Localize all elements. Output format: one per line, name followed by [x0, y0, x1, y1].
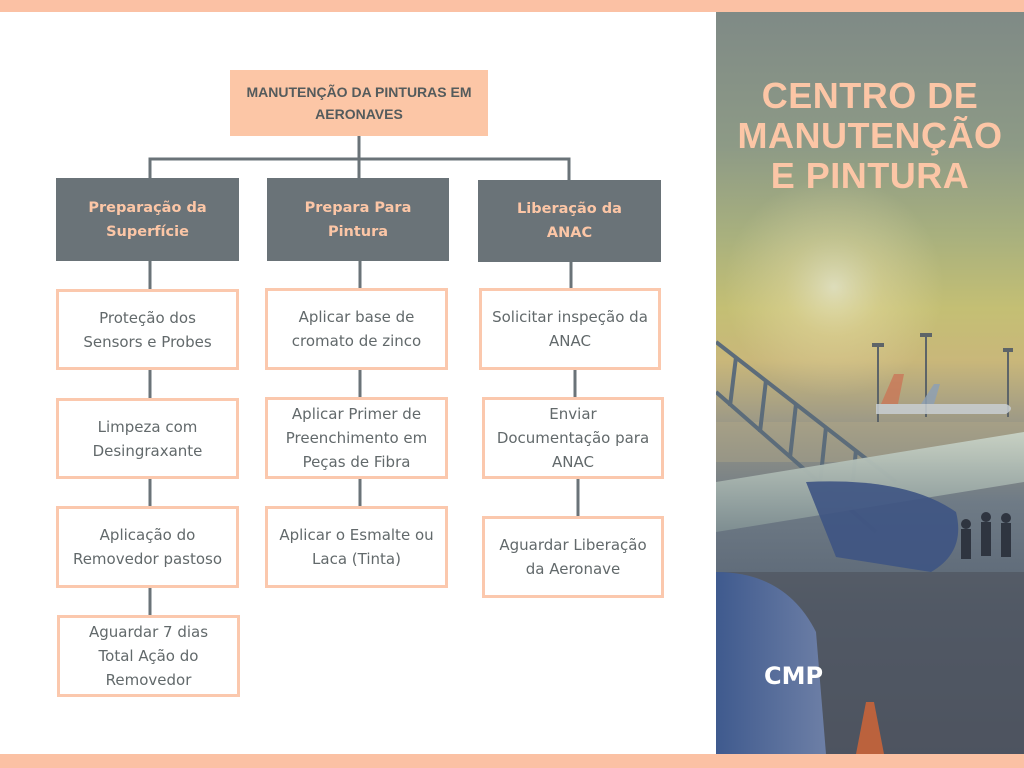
step-box: Aplicação do Removedor pastoso: [56, 506, 239, 588]
category-label: Prepara Para Pintura: [304, 199, 412, 240]
step-label: Aplicar o Esmalte ou Laca (Tinta): [279, 526, 434, 568]
step-label: Solicitar inspeção da ANAC: [492, 308, 648, 350]
category-label: Liberação da ANAC: [517, 201, 622, 241]
category-label: Preparação da Superfície: [88, 199, 207, 240]
bottom-accent-band: [0, 754, 1024, 768]
distant-aircraft: [876, 374, 1011, 414]
wing: [716, 432, 1024, 532]
ground-crew: [961, 512, 1011, 559]
step-label: Aplicar Primer de Preenchimento em Peças…: [285, 405, 428, 471]
step-label: Aplicação do Removedor pastoso: [72, 526, 223, 568]
category-surface-prep: Preparação da Superfície: [56, 178, 239, 261]
traffic-cone: [856, 702, 884, 754]
sun-glow: [724, 177, 944, 397]
step-box: Aplicar o Esmalte ou Laca (Tinta): [265, 506, 448, 588]
root-node-label: MANUTENÇÃO DA PINTURAS EM AERONAVES: [246, 84, 472, 122]
step-box: Aguardar Liberação da Aeronave: [482, 516, 664, 598]
connector-lines: [148, 134, 580, 617]
top-accent-band: [0, 0, 1024, 12]
side-panel: CENTRO DE MANUTENÇÃO E PINTURA CMP: [716, 12, 1024, 754]
step-box: Aplicar Primer de Preenchimento em Peças…: [265, 397, 448, 479]
airport-photo: [716, 177, 1024, 754]
category-paint-prep: Prepara Para Pintura: [267, 178, 449, 261]
panel-title: CENTRO DE MANUTENÇÃO E PINTURA: [737, 75, 1003, 196]
step-box: Proteção dos Sensors e Probes: [56, 289, 239, 370]
step-box: Enviar Documentação para ANAC: [482, 397, 664, 479]
fuselage: [716, 572, 826, 754]
step-label: Proteção dos Sensors e Probes: [83, 308, 212, 351]
step-label: Aplicar base de cromato de zinco: [291, 308, 422, 350]
root-node: MANUTENÇÃO DA PINTURAS EM AERONAVES: [230, 70, 488, 136]
step-box: Aguardar 7 dias Total Ação do Removedor: [57, 615, 240, 697]
cmp-logo: CMP: [764, 662, 824, 690]
step-label: Limpeza com Desingraxante: [92, 417, 203, 460]
step-label: Aguardar Liberação da Aeronave: [499, 536, 647, 578]
step-box: Solicitar inspeção da ANAC: [479, 288, 661, 370]
step-box: Aplicar base de cromato de zinco: [265, 288, 448, 370]
step-label: Aguardar 7 dias Total Ação do Removedor: [88, 623, 209, 689]
step-box: Limpeza com Desingraxante: [56, 398, 239, 479]
category-anac-release: Liberação da ANAC: [478, 180, 661, 262]
step-label: Enviar Documentação para ANAC: [496, 405, 650, 471]
engine: [806, 481, 959, 572]
